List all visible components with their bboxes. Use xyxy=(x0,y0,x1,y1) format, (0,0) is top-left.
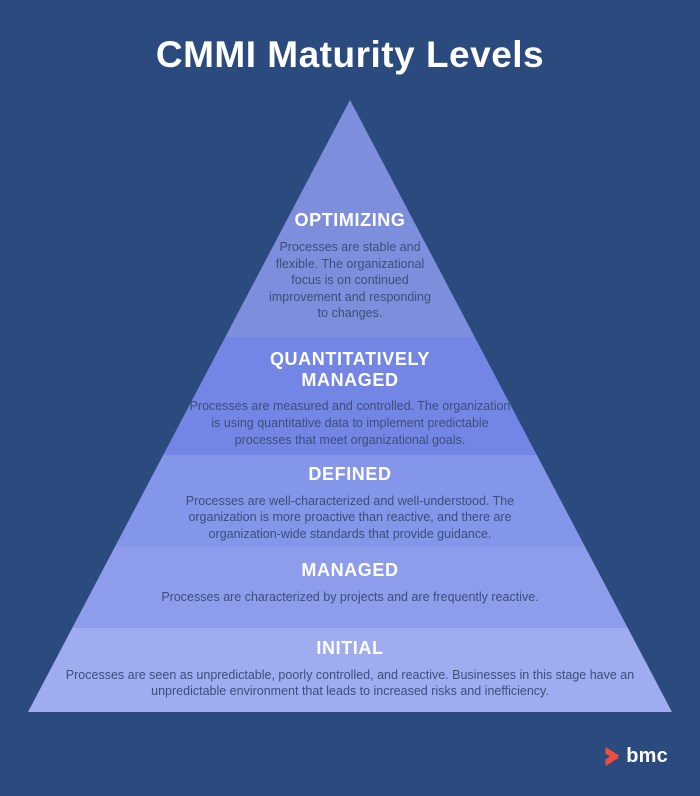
level-name: DEFINED xyxy=(308,464,392,484)
pyramid-level-optimizing: OPTIMIZING Processes are stable and flex… xyxy=(28,100,672,337)
pyramid-level-initial: INITIAL Processes are seen as unpredicta… xyxy=(28,628,672,712)
pyramid-level-defined: DEFINED Processes are well-characterized… xyxy=(28,455,672,547)
level-name: OPTIMIZING xyxy=(294,210,406,231)
pyramid-level-managed: MANAGED Processes are characterized by p… xyxy=(28,547,672,628)
level-description: Processes are characterized by projects … xyxy=(161,589,539,604)
level-description: Processes are measured and controlled. T… xyxy=(189,399,511,447)
level-description: Processes are stable and flexible. The o… xyxy=(269,239,431,321)
bmc-logo: bmc xyxy=(604,745,668,768)
level-name: INITIAL xyxy=(316,638,384,658)
level-name: QUANTITATIVELY MANAGED xyxy=(269,349,431,390)
level-description: Processes are seen as unpredictable, poo… xyxy=(65,667,635,699)
pyramid-level-quantitatively-managed: QUANTITATIVELY MANAGED Processes are mea… xyxy=(28,337,672,455)
page-title: CMMI Maturity Levels xyxy=(155,34,545,75)
bmc-chevron-icon xyxy=(605,746,620,767)
level-description: Processes are well-characterized and wel… xyxy=(185,493,515,541)
maturity-pyramid: OPTIMIZING Processes are stable and flex… xyxy=(28,100,672,712)
level-name: MANAGED xyxy=(301,560,399,580)
bmc-logo-text: bmc xyxy=(626,745,668,767)
